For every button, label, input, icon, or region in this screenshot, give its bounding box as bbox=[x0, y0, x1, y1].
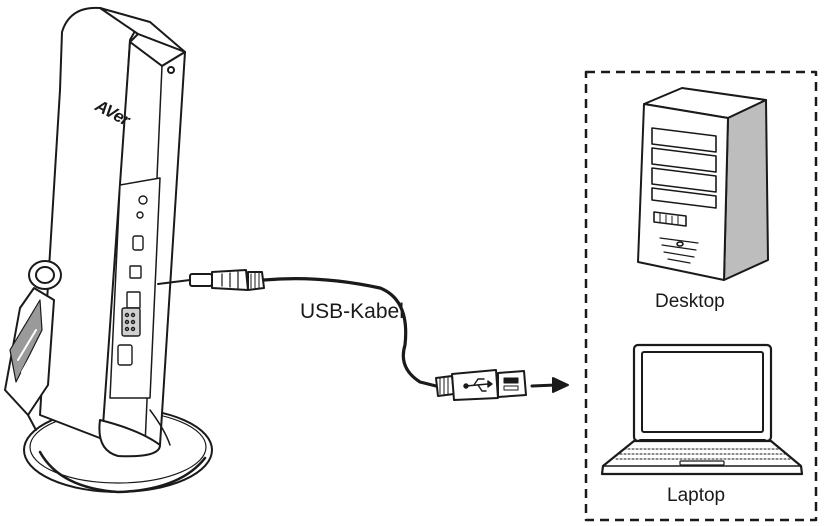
laptop-label: Laptop bbox=[667, 485, 726, 506]
camera-arm bbox=[39, 6, 186, 458]
usb-symbol-icon bbox=[463, 378, 493, 392]
laptop-icon bbox=[600, 343, 804, 476]
usb-mini-connector bbox=[157, 269, 265, 291]
arrow-right-icon bbox=[530, 377, 569, 393]
computer-group-box bbox=[584, 70, 818, 522]
desktop-tower-icon bbox=[637, 87, 769, 281]
desktop-label: Desktop bbox=[655, 291, 725, 312]
usb-a-connector bbox=[435, 369, 527, 401]
usb-cable bbox=[157, 269, 569, 401]
port-panel bbox=[117, 195, 148, 366]
cable-label: USB-Kabel bbox=[300, 300, 404, 323]
document-camera bbox=[4, 6, 213, 494]
camera-side-lamp bbox=[4, 260, 62, 431]
